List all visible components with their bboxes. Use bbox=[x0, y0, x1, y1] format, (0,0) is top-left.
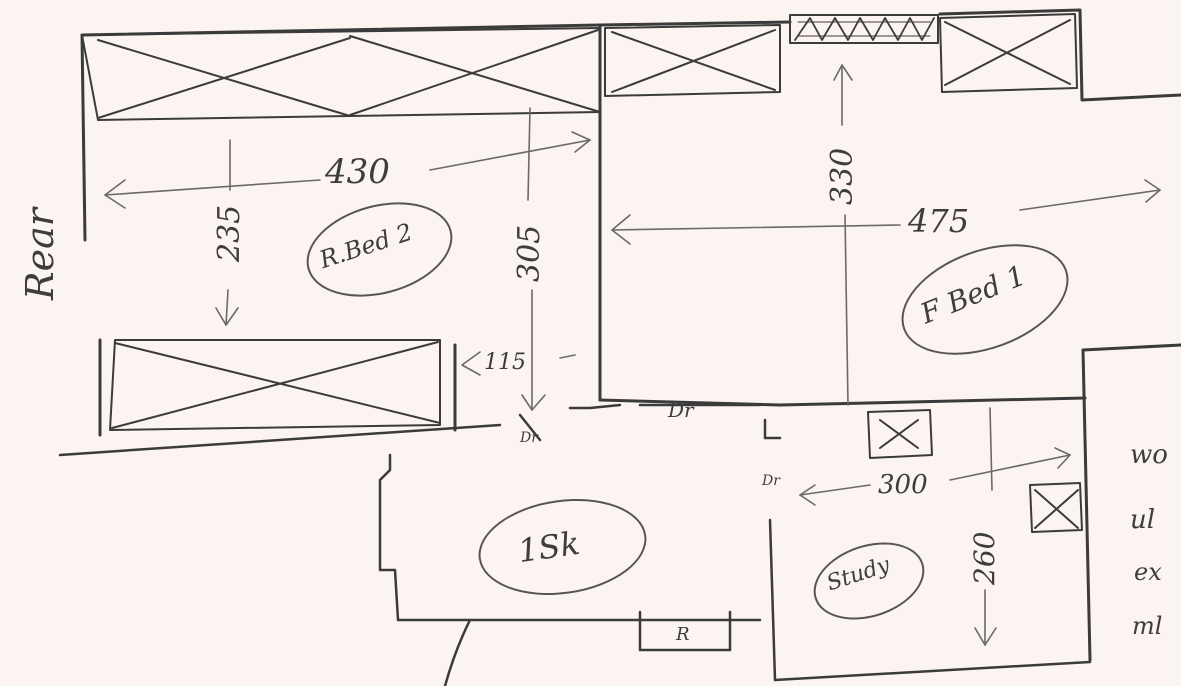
wardrobe-bottom-bed2 bbox=[109, 339, 441, 431]
dimension-arrows bbox=[104, 64, 1161, 646]
dim-bed2-depth-left: 235 bbox=[212, 204, 247, 262]
margin-note-line-2: ul bbox=[1130, 505, 1156, 535]
hall-walls bbox=[58, 403, 1092, 682]
bed1-walls bbox=[598, 8, 1181, 662]
dim-bed1-width: 475 bbox=[908, 202, 970, 240]
dim-passage: 115 bbox=[484, 350, 526, 375]
cupboards-hall bbox=[867, 409, 1083, 533]
door-label-a: Dr bbox=[520, 430, 538, 446]
wardrobe-top-bed2 bbox=[81, 27, 601, 121]
outside-line bbox=[443, 618, 472, 686]
wardrobe-bed1 bbox=[604, 13, 1078, 97]
window-top-bed1 bbox=[789, 14, 939, 44]
room-label-r: R bbox=[676, 624, 690, 645]
door-label-b: Dr bbox=[668, 398, 694, 422]
margin-note-line-3: ex bbox=[1134, 558, 1162, 586]
dim-study-width: 300 bbox=[878, 470, 928, 500]
dim-bed1-depth: 330 bbox=[825, 147, 860, 205]
side-label-rear: Rear bbox=[18, 208, 62, 300]
door-label-c: Dr bbox=[762, 473, 780, 489]
bed1-internal-line bbox=[844, 214, 849, 406]
dim-bed2-width: 430 bbox=[325, 152, 390, 192]
margin-note-line-1: wo bbox=[1130, 440, 1168, 470]
dim-bed2-depth-right: 305 bbox=[512, 224, 547, 282]
margin-note-line-4: ml bbox=[1132, 612, 1163, 640]
dim-study-depth: 260 bbox=[968, 531, 1001, 585]
